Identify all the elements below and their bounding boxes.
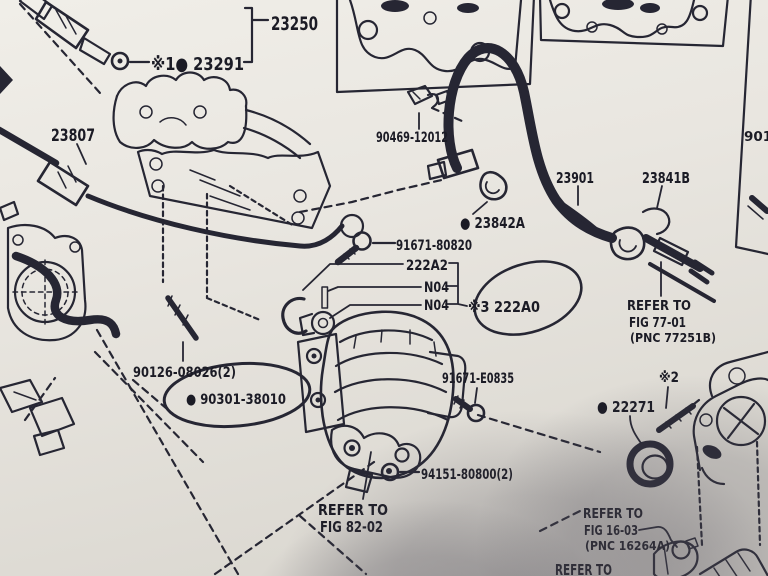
label-90469-12012: 90469-12012 <box>376 130 448 146</box>
label-222A0: ※3 222A0 <box>468 298 540 316</box>
label-222A2: 222A2 <box>406 258 448 274</box>
ellipse-highlight-222A0 <box>473 260 583 336</box>
label-91671-E0835: 91671-E0835 <box>442 371 514 387</box>
label-23291: ※1● 23291 <box>151 54 244 75</box>
refer-fig7701-line2: FIG 77-01 <box>629 315 686 331</box>
label-23807: 23807 <box>51 126 95 146</box>
label-23842A: ● 23842A <box>460 214 525 232</box>
bottom-left-parts <box>0 378 76 457</box>
left-flange-drawing <box>0 200 121 342</box>
engine-head-drawing <box>112 71 332 322</box>
page-shadow <box>259 375 768 576</box>
label-91671-80820: 91671-80820 <box>396 238 472 254</box>
injector-23291-drawing <box>18 0 151 71</box>
oring-90301-drawing <box>162 361 312 429</box>
bolt-91671-80820-drawing <box>334 213 372 266</box>
inset-box-2 <box>538 0 729 48</box>
clamp-90469-drawing <box>406 84 452 109</box>
label-90126-08026: 90126-08026(2) <box>133 365 236 381</box>
label-23841B: 23841B <box>642 169 690 187</box>
fuel-pipe-23807-drawing <box>0 2 345 249</box>
label-N04-2: N04 <box>424 298 449 314</box>
label-23250: 23250 <box>271 13 318 35</box>
label-90301-38010: ● 90301-38010 <box>186 392 286 408</box>
hose-23901-drawing <box>426 43 617 243</box>
inset-box-1 <box>335 0 535 94</box>
stud-90126-drawing <box>165 295 199 341</box>
refer-fig7701-line1: REFER TO <box>627 298 691 314</box>
brace-23250 <box>242 6 270 64</box>
refer-fig7701-line3: (PNC 77251B) <box>630 331 716 345</box>
label-23901: 23901 <box>556 169 594 187</box>
clamp-23842A-drawing <box>479 170 508 201</box>
label-9012-clipped: 9012 <box>744 129 768 145</box>
inset-box-right <box>734 0 768 256</box>
pipe-23841B-drawing <box>609 207 716 303</box>
label-N04-1: N04 <box>424 280 449 296</box>
